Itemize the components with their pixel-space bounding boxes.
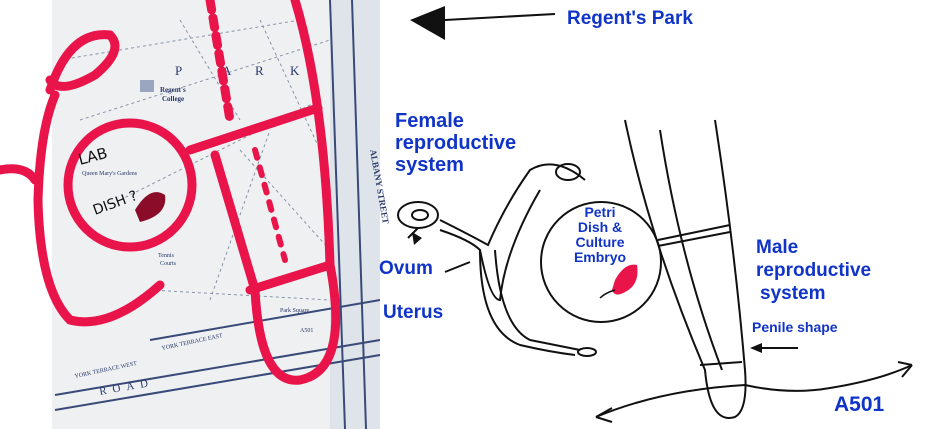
regents-park-arrow xyxy=(410,6,556,40)
petri-line-2: Dish & xyxy=(577,219,623,235)
a501-label: A501 xyxy=(834,393,885,416)
male-reproductive-label: Male reproductive system xyxy=(756,236,871,305)
map-label-gardens: Queen Mary's Gardens xyxy=(82,171,138,177)
male-line-1: Male xyxy=(756,237,799,258)
female-line-2: reproductive xyxy=(395,132,517,154)
female-reproductive-label: Female reproductive system xyxy=(395,110,516,176)
petri-line-3: Culture xyxy=(575,234,625,250)
map-label-tennis: Tennis xyxy=(158,253,175,259)
petri-dish-label: Petri Dish & Culture Embryo xyxy=(555,205,645,265)
map-label-park-a: A xyxy=(222,63,232,78)
map-label-a501: A501 xyxy=(300,328,313,334)
map-label-park-p: P xyxy=(175,63,182,78)
map-label-park-square: Park Square xyxy=(280,308,309,314)
male-line-2: reproductive xyxy=(756,260,872,281)
map-label-park-k: K xyxy=(290,63,300,78)
female-line-3: system xyxy=(395,154,464,176)
petri-line-4: Embryo xyxy=(573,249,627,265)
map-label-park-r: R xyxy=(255,63,264,78)
female-reproductive-sketch xyxy=(397,163,597,357)
female-line-1: Female xyxy=(395,110,464,132)
petri-dish xyxy=(540,201,662,323)
male-line-3: system xyxy=(760,283,826,304)
regents-park-label: Regent's Park xyxy=(567,8,693,29)
map-label-tennis-2: Courts xyxy=(160,261,177,267)
male-reproductive-sketch xyxy=(595,119,913,423)
petri-line-1: Petri xyxy=(584,204,616,220)
ovum-arrow xyxy=(412,232,422,245)
penile-arrow xyxy=(750,343,762,353)
red-marker-outline xyxy=(0,0,341,385)
ovum-label: Ovum xyxy=(379,258,433,279)
uterus-label: Uterus xyxy=(383,302,444,323)
map-label-college-2: College xyxy=(162,95,184,103)
dish-scribble xyxy=(135,192,166,222)
map-label-college: Regent's xyxy=(160,86,186,94)
penile-shape-label: Penile shape xyxy=(752,319,838,335)
